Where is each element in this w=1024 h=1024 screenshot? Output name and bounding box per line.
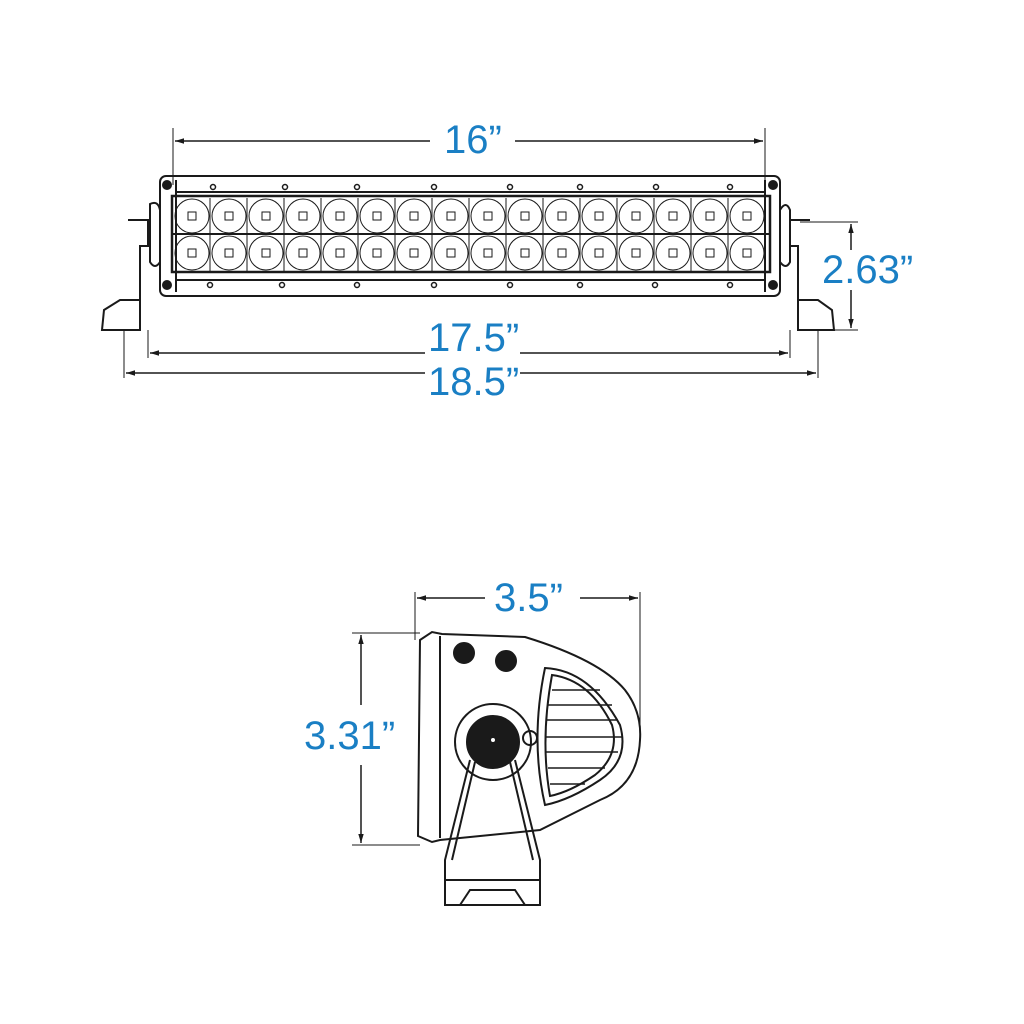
dim-bar-width: 17.5” [428, 316, 520, 360]
dim-overall-width: 18.5” [428, 360, 520, 404]
dim-height-side: 3.31” [300, 716, 400, 756]
front-view-light-bar [100, 128, 858, 378]
dim-height-front: 2.63” [822, 248, 914, 292]
dim-lens-width: 16” [440, 120, 506, 160]
side-view-light-bar [352, 592, 642, 906]
dim-depth: 3.5” [490, 578, 567, 618]
